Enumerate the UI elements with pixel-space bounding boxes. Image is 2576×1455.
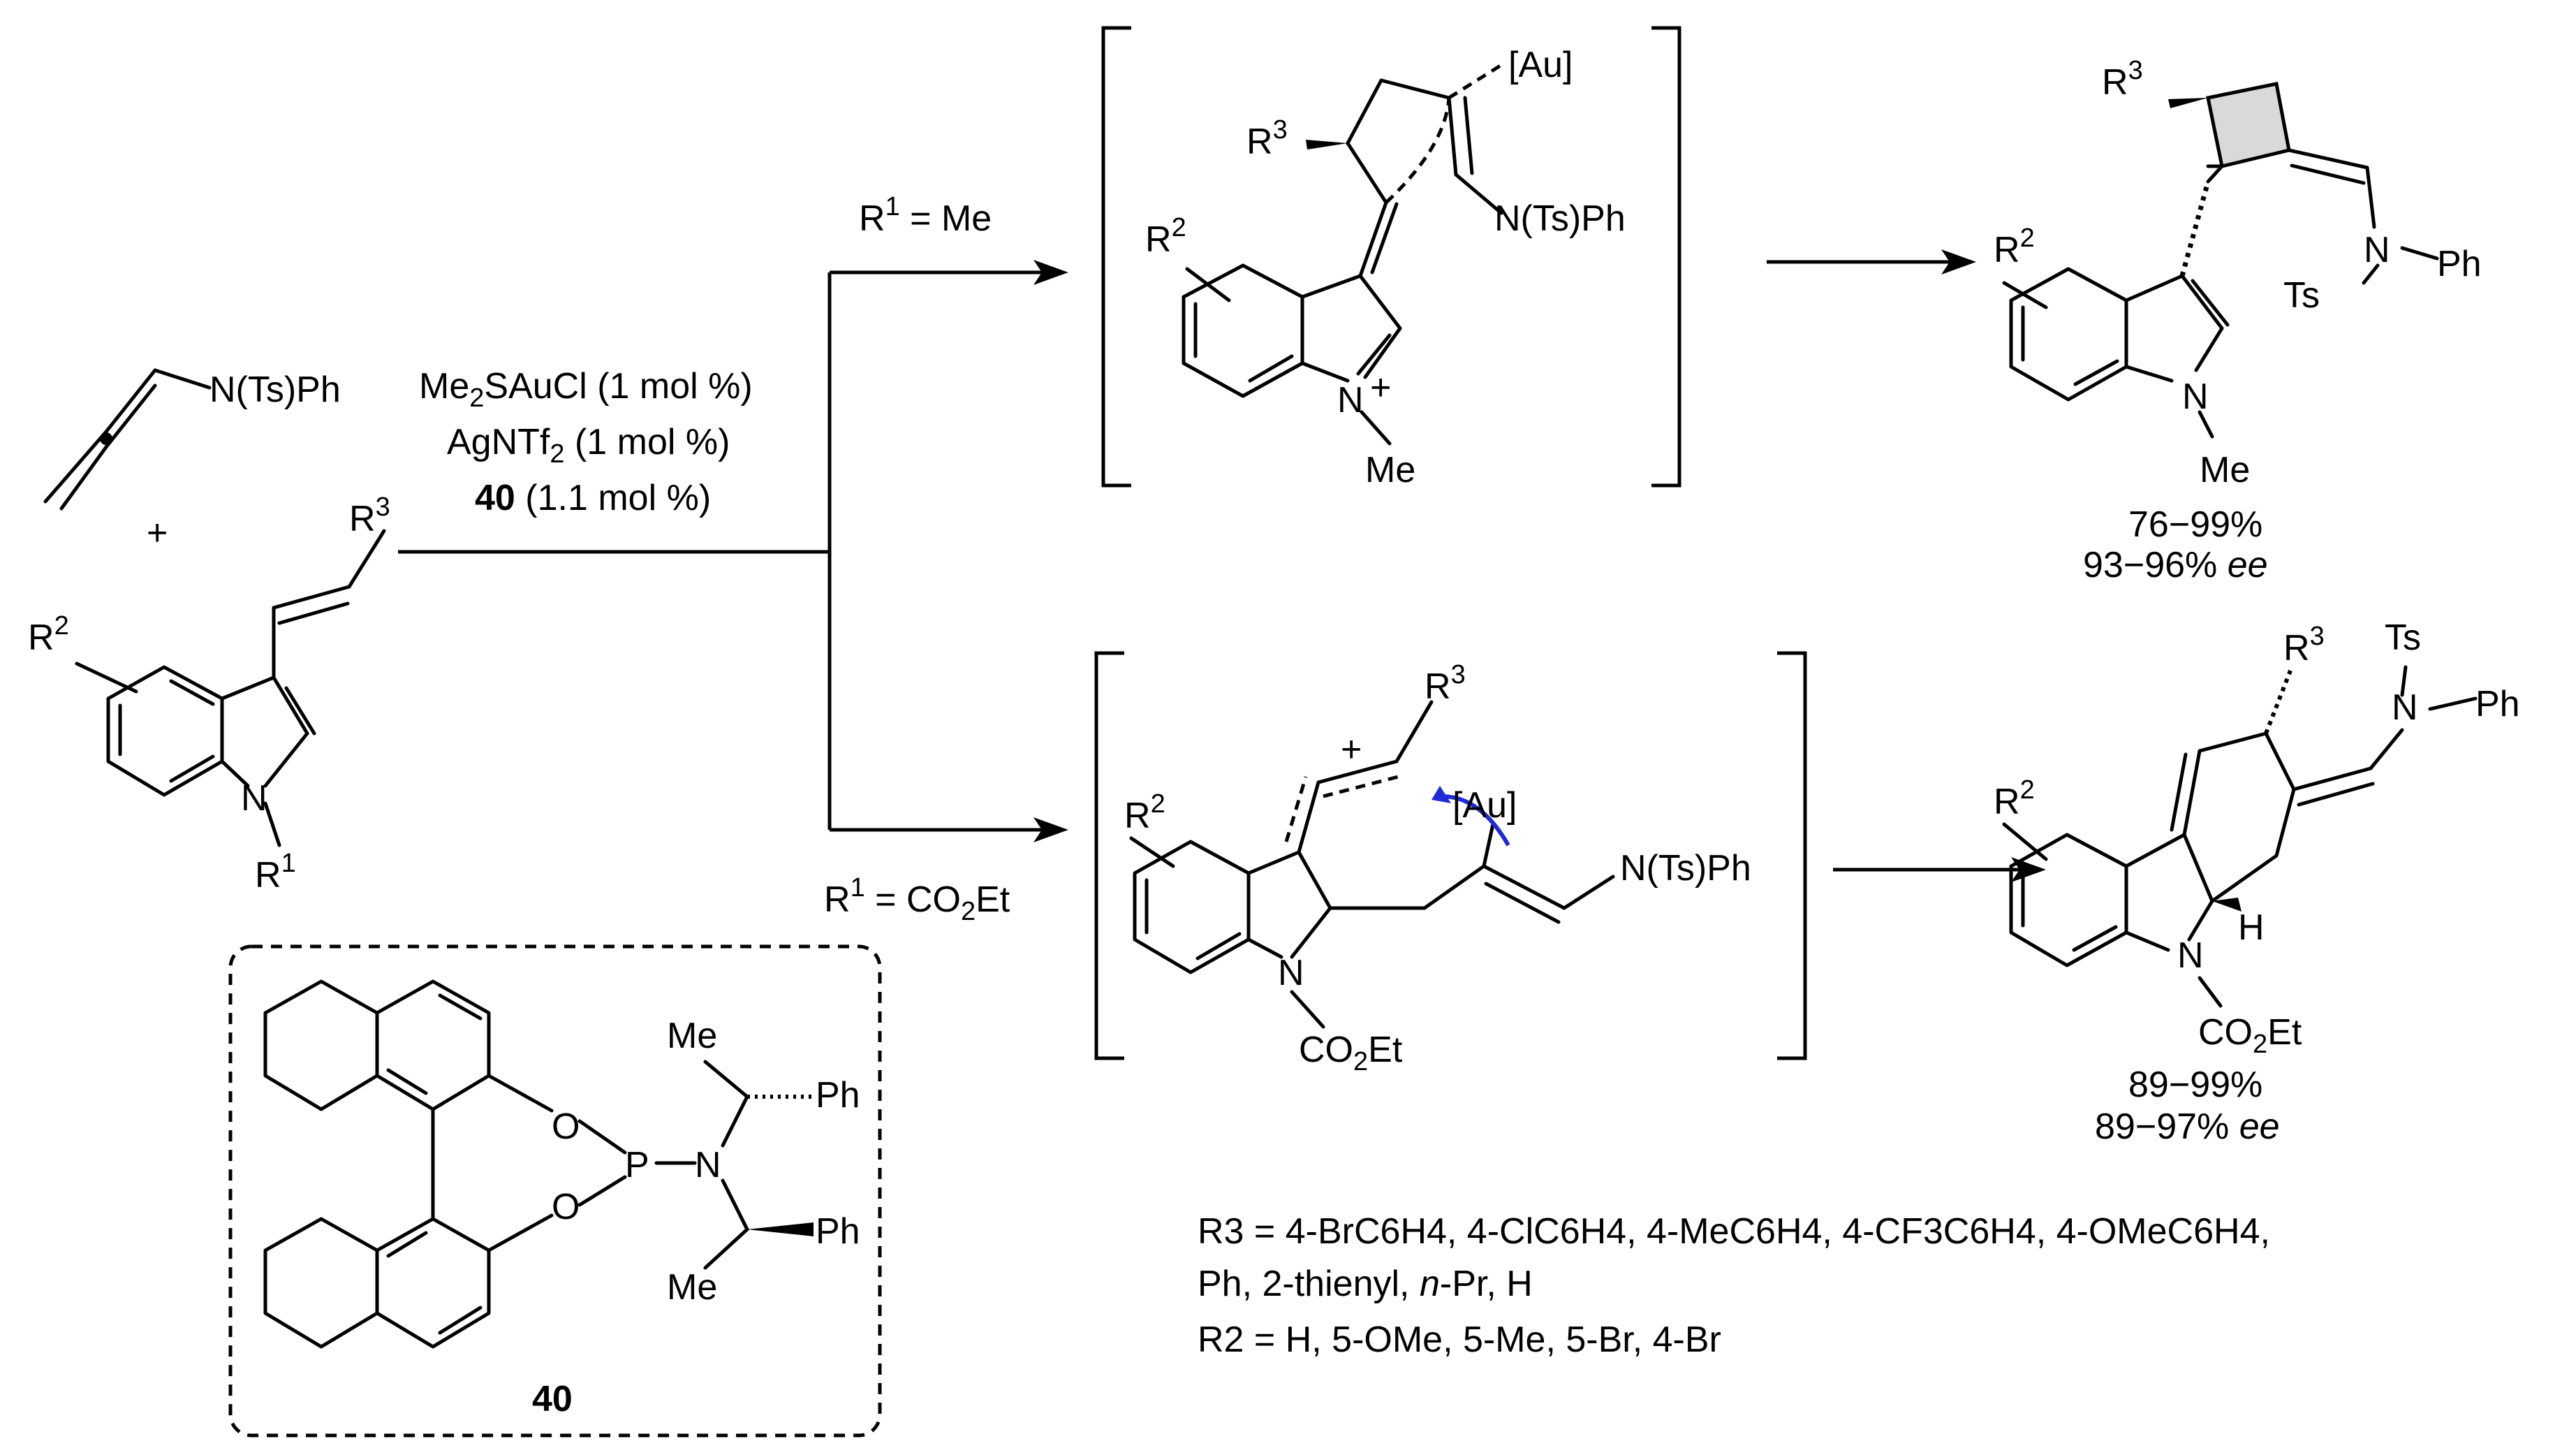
prod-bot-n-label: N bbox=[2392, 687, 2418, 728]
curved-arrow-icon bbox=[1441, 794, 1510, 847]
ligand-number-label: 40 bbox=[532, 1379, 573, 1419]
allene-center-dot-icon bbox=[100, 432, 112, 445]
int-bot-co2et-label: CO2Et bbox=[1299, 1030, 1403, 1076]
ligand-me-top-label: Me bbox=[667, 1016, 717, 1056]
prod-bot-ee: 89−97% ee bbox=[2095, 1106, 2280, 1147]
condition-gold-catalyst: Me2SAuCl (1 mol %) bbox=[419, 366, 753, 413]
condition-silver-salt: AgNTf2 (1 mol %) bbox=[447, 422, 730, 469]
prod-top-n-label: N bbox=[2364, 230, 2390, 270]
arrow-top-product-head-icon bbox=[1941, 249, 1976, 275]
product-bottom-structure bbox=[2002, 665, 2478, 1008]
int-top-plus-label: + bbox=[1370, 367, 1391, 408]
branch-top-label: R1 = Me bbox=[859, 192, 992, 239]
ligand-o-bottom-label: O bbox=[552, 1187, 580, 1227]
allenamide-label: N(Ts)Ph bbox=[209, 370, 341, 410]
arrow-bottom-product-head-icon bbox=[2011, 857, 2046, 882]
product-top-structure bbox=[2002, 82, 2439, 439]
prod-top-ee: 93−96% ee bbox=[2083, 545, 2268, 585]
scope-r2-line: R2 = H, 5-OMe, 5-Me, 5-Br, 4-Br bbox=[1198, 1319, 1721, 1360]
int-top-amide-label: N(Ts)Ph bbox=[1494, 198, 1626, 239]
bracket-bottom-left bbox=[1094, 651, 1124, 1060]
bracket-top-right bbox=[1651, 26, 1681, 488]
bracket-top-left bbox=[1101, 26, 1131, 488]
prod-bot-indole-n-label: N bbox=[2177, 935, 2204, 976]
prod-top-ts-label: Ts bbox=[2283, 275, 2320, 316]
prod-top-me-label: Me bbox=[2200, 450, 2250, 490]
intermediate-top-structure bbox=[1182, 61, 1506, 446]
int-bot-plus-label: + bbox=[1341, 729, 1362, 770]
ligand-ph-bottom-label: Ph bbox=[816, 1211, 860, 1252]
prod-bot-r2-label: R2 bbox=[1994, 775, 2035, 822]
prod-bot-co2et-label: CO2Et bbox=[2198, 1012, 2302, 1059]
bracket-bottom-right bbox=[1777, 651, 1807, 1060]
int-top-au-label: [Au] bbox=[1508, 45, 1573, 85]
prod-bot-ts-label: Ts bbox=[2385, 617, 2421, 658]
indole-n-label: N bbox=[241, 778, 267, 819]
ligand-p-label: P bbox=[625, 1145, 649, 1185]
branch-bottom-label: R1 = CO2Et bbox=[824, 873, 1010, 926]
int-bot-r2-label: R2 bbox=[1124, 789, 1165, 836]
int-top-n-label: N bbox=[1337, 380, 1364, 421]
int-bot-au-label: [Au] bbox=[1452, 785, 1517, 826]
int-bot-r3-label: R3 bbox=[1425, 660, 1466, 707]
ligand-40-structure bbox=[263, 979, 814, 1349]
prod-top-indole-n-label: N bbox=[2182, 376, 2209, 417]
ligand-box bbox=[228, 944, 882, 1438]
ligand-ph-top-label: Ph bbox=[816, 1075, 860, 1116]
scope-r3-line1: R3 = 4-BrC6H4, 4-ClC6H4, 4-MeC6H4, 4-CF3… bbox=[1198, 1211, 2270, 1252]
arrow-top-head-icon bbox=[1033, 260, 1068, 285]
int-top-r3-label: R3 bbox=[1246, 115, 1288, 162]
ligand-o-top-label: O bbox=[552, 1106, 580, 1147]
prod-bot-yield: 89−99% bbox=[2128, 1065, 2262, 1105]
prod-bot-ph-label: Ph bbox=[2475, 684, 2520, 724]
intermediate-bottom-structure bbox=[1129, 700, 1615, 1029]
vinyl-r3-label: R3 bbox=[349, 492, 390, 539]
prod-bot-r3-label: R3 bbox=[2283, 622, 2325, 668]
indole-r2-label: R2 bbox=[28, 611, 69, 658]
allenamide-structure: N(Ts)Ph bbox=[43, 368, 341, 511]
int-bot-n-label: N bbox=[1278, 953, 1304, 993]
ligand-n-label: N bbox=[695, 1145, 721, 1185]
indole-r1-label: R1 bbox=[255, 849, 296, 895]
int-bot-amide-label: N(Ts)Ph bbox=[1620, 848, 1751, 889]
vinyl-indole-structure bbox=[75, 529, 386, 847]
prod-top-r2-label: R2 bbox=[1994, 224, 2035, 270]
ligand-me-bottom-label: Me bbox=[667, 1267, 717, 1308]
prod-bot-h-label: H bbox=[2238, 907, 2265, 948]
int-top-r2-label: R2 bbox=[1145, 213, 1186, 260]
prod-top-ph-label: Ph bbox=[2437, 244, 2482, 284]
condition-ligand: 40 (1.1 mol %) bbox=[475, 478, 711, 518]
plus-sign: + bbox=[147, 513, 168, 553]
arrow-bottom-head-icon bbox=[1033, 817, 1068, 842]
scope-r3-line2: Ph, 2-thienyl, n-Pr, H bbox=[1198, 1264, 1533, 1304]
prod-top-r3-label: R3 bbox=[2102, 56, 2143, 103]
prod-top-yield: 76−99% bbox=[2128, 504, 2262, 545]
int-top-me-label: Me bbox=[1365, 450, 1415, 490]
